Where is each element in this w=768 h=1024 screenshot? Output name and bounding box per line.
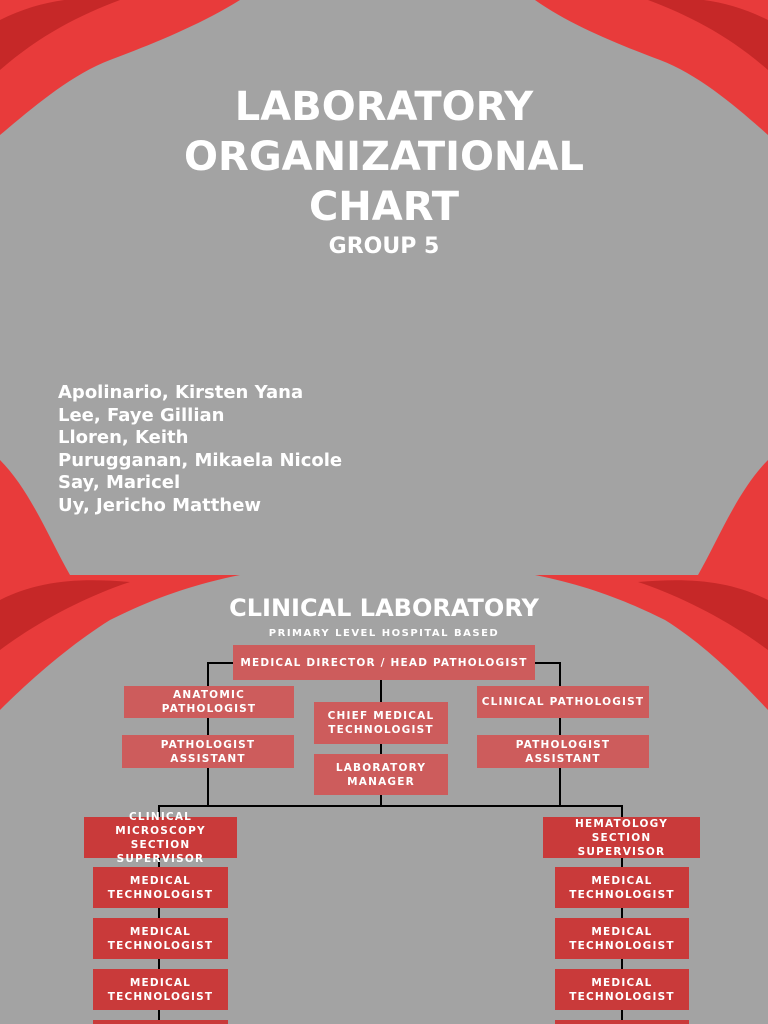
connector-left-stub <box>207 662 235 664</box>
member-name: Apolinario, Kirsten Yana <box>58 382 304 403</box>
chart-title: CLINICAL LABORATORY <box>229 594 539 622</box>
member-name: Say, Maricel <box>58 472 181 494</box>
member-name: Lee, Faye Gillian <box>58 404 225 426</box>
node-clinical-pathologist: CLINICAL PATHOLOGIST <box>477 686 649 718</box>
connector-right-vertical <box>559 662 561 807</box>
connector-right-column <box>621 805 623 1024</box>
title-line: LABORATORY <box>234 84 534 130</box>
title-line: ORGANIZATIONAL <box>184 134 584 180</box>
group-label: GROUP 5 <box>328 234 440 259</box>
connector-lower-horizontal <box>158 805 623 807</box>
chart-subtitle: PRIMARY LEVEL HOSPITAL BASED <box>268 628 500 639</box>
wave-right-lower-inner <box>638 580 768 650</box>
member-list: Apolinario, Kirsten Yana Lee, Faye Gilli… <box>58 382 342 518</box>
wave-left-mid <box>0 460 70 575</box>
main-title: LABORATORY ORGANIZATIONAL CHART <box>0 82 768 232</box>
title-line: CHART <box>308 184 460 230</box>
wave-top-right-inner <box>648 0 768 70</box>
connector-left-vertical <box>207 662 209 807</box>
connector-right-stub <box>533 662 561 664</box>
node-anatomic-pathologist: ANATOMIC PATHOLOGIST <box>124 686 294 718</box>
member-name: Lloren, Keith <box>58 427 189 449</box>
connector-left-column <box>158 805 160 1024</box>
wave-right-mid <box>698 460 768 575</box>
member-name: Uy, Jericho Matthew <box>58 494 262 516</box>
wave-top-left-inner <box>0 0 120 70</box>
node-pathologist-assistant-right: PATHOLOGIST ASSISTANT <box>477 735 649 768</box>
wave-left-lower-inner <box>0 580 130 650</box>
wave-top-right <box>535 0 768 135</box>
wave-top-left <box>0 0 240 135</box>
node-medical-director: MEDICAL DIRECTOR / HEAD PATHOLOGIST <box>233 645 535 680</box>
node-pathologist-assistant-left: PATHOLOGIST ASSISTANT <box>122 735 294 768</box>
member-name: Purugganan, Mikaela Nicole <box>58 449 343 471</box>
